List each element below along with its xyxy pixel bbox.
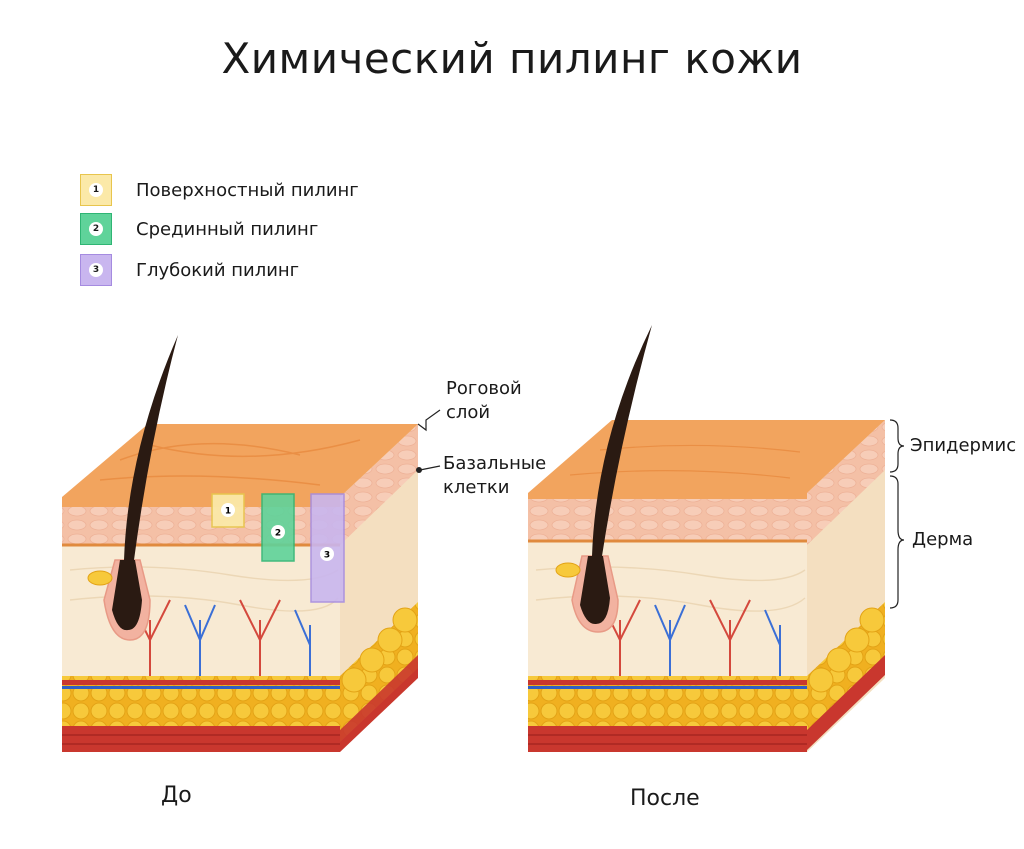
blood-vessel-blue — [184, 604, 311, 680]
legend-number: 3 — [89, 263, 103, 277]
legend-swatch-superficial: 1 — [80, 174, 112, 206]
legend-label: Глубокий пилинг — [136, 259, 300, 281]
front-vessel-band — [62, 680, 340, 685]
stratum-corneum-label-line: слой — [446, 402, 491, 423]
front-muscle — [528, 726, 807, 752]
basal-cells-pointer — [416, 467, 422, 473]
sebaceous-gland — [87, 570, 113, 586]
legend-number: 1 — [89, 183, 103, 197]
sebaceous-gland — [555, 562, 581, 578]
dermis-bracket — [889, 475, 905, 609]
stratum-corneum-label-line: Роговой — [446, 378, 522, 399]
front-stratum-corneum — [62, 497, 340, 507]
fat-globule — [808, 667, 834, 693]
peel-depth-medium-number: 2 — [275, 529, 281, 539]
epidermis-bracket — [889, 419, 905, 473]
peel-depth-deep-marker — [320, 547, 334, 561]
basal-cells-leader — [419, 465, 441, 471]
legend-item-medium: 2 Срединный пилинг — [80, 213, 318, 245]
peel-depth-superficial-number: 1 — [225, 507, 231, 517]
basal-cells-label-line: Базальные — [443, 453, 547, 474]
fat-globule — [359, 647, 385, 673]
hair-shaft — [124, 335, 178, 560]
muscle-lines — [62, 734, 340, 745]
side-muscle-band — [340, 655, 418, 750]
legend-item-deep: 3 Глубокий пилинг — [80, 254, 299, 286]
front-vessel-band — [528, 680, 807, 685]
caption-before: До — [161, 783, 192, 808]
fat-globule — [377, 627, 403, 653]
front-epidermis — [528, 499, 807, 541]
skin-block-before: 1 2 3 — [62, 335, 418, 752]
legend-swatch-deep: 3 — [80, 254, 112, 286]
front-muscle — [62, 726, 340, 752]
hair-root — [580, 556, 610, 625]
legend-number: 2 — [89, 222, 103, 236]
basal-cells-label-line: клетки — [443, 477, 510, 498]
muscle-lines — [528, 734, 807, 745]
hair-shaft — [592, 325, 652, 556]
front-stratum-corneum — [528, 493, 807, 499]
legend-label: Поверхностный пилинг — [136, 179, 359, 201]
epidermis-label: Эпидермис — [910, 435, 1017, 456]
skin-block-after — [528, 325, 885, 752]
dermis-label: Дерма — [912, 529, 974, 550]
fat-globule — [341, 667, 367, 693]
caption-after: После — [630, 786, 700, 811]
front-epidermis — [62, 507, 340, 545]
stratum-corneum-leader — [417, 409, 441, 432]
stratum-corneum-label: Роговой слой — [446, 377, 522, 425]
peel-depth-superficial-marker — [221, 503, 235, 517]
fat-globule — [826, 647, 852, 673]
side-epidermis — [340, 424, 418, 545]
basal-cells-label: Базальные клетки — [443, 452, 546, 500]
fat-globule — [844, 627, 870, 653]
legend-label: Срединный пилинг — [136, 218, 319, 240]
hair-root — [112, 560, 142, 631]
page-title: Химический пилинг кожи — [221, 34, 803, 83]
fat-globule — [859, 607, 885, 633]
peel-depth-deep-number: 3 — [324, 551, 330, 561]
side-muscle-band — [807, 655, 885, 750]
top-texture — [569, 444, 801, 479]
legend-swatch-medium: 2 — [80, 213, 112, 245]
front-vessel-band-blue — [528, 686, 807, 689]
side-epidermis — [807, 420, 885, 545]
legend-item-superficial: 1 Поверхностный пилинг — [80, 174, 359, 206]
blood-vessel-blue — [654, 604, 781, 680]
front-vessel-band-blue — [62, 686, 340, 689]
peel-depth-medium-marker — [271, 525, 285, 539]
fat-globule — [392, 607, 418, 633]
